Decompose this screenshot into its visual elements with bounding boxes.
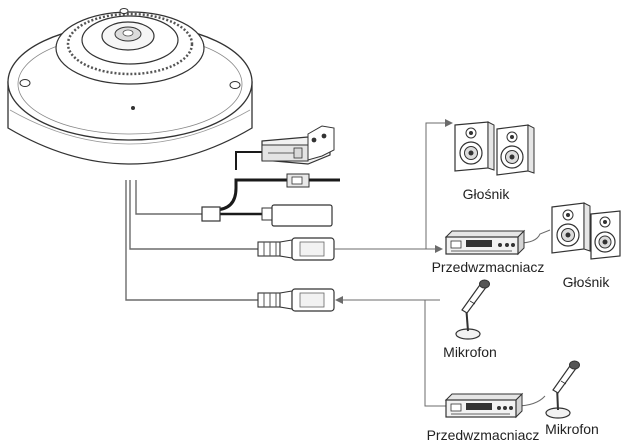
camera-cable-bundle bbox=[125, 151, 290, 301]
preamplifier-bottom bbox=[444, 392, 524, 419]
audio-out-line bbox=[334, 119, 453, 253]
audio-in-rca-connector bbox=[257, 288, 335, 312]
audio-out-rca-connector bbox=[257, 237, 335, 261]
mic-middle-label: Mikrofon bbox=[443, 344, 497, 360]
speaker-top bbox=[454, 121, 535, 176]
preamp-middle-label: Przedwzmacniacz bbox=[432, 259, 545, 275]
microphone-middle bbox=[455, 279, 490, 340]
network-connector bbox=[286, 173, 340, 188]
microphone-bottom bbox=[545, 360, 580, 419]
speaker-right bbox=[551, 202, 621, 260]
mic-bottom-label: Mikrofon bbox=[545, 421, 599, 437]
speaker-top-label: Głośnik bbox=[463, 186, 511, 202]
cable-coupler bbox=[261, 204, 333, 227]
power-terminal-block bbox=[261, 125, 335, 165]
audio-in-line bbox=[335, 296, 448, 407]
preamplifier-middle bbox=[444, 229, 526, 256]
preamp-bottom-label: Przedwzmacniacz bbox=[427, 427, 540, 443]
fisheye-camera bbox=[7, 8, 253, 165]
speaker-right-label: Głośnik bbox=[563, 274, 611, 290]
ferrite-core bbox=[201, 206, 221, 222]
